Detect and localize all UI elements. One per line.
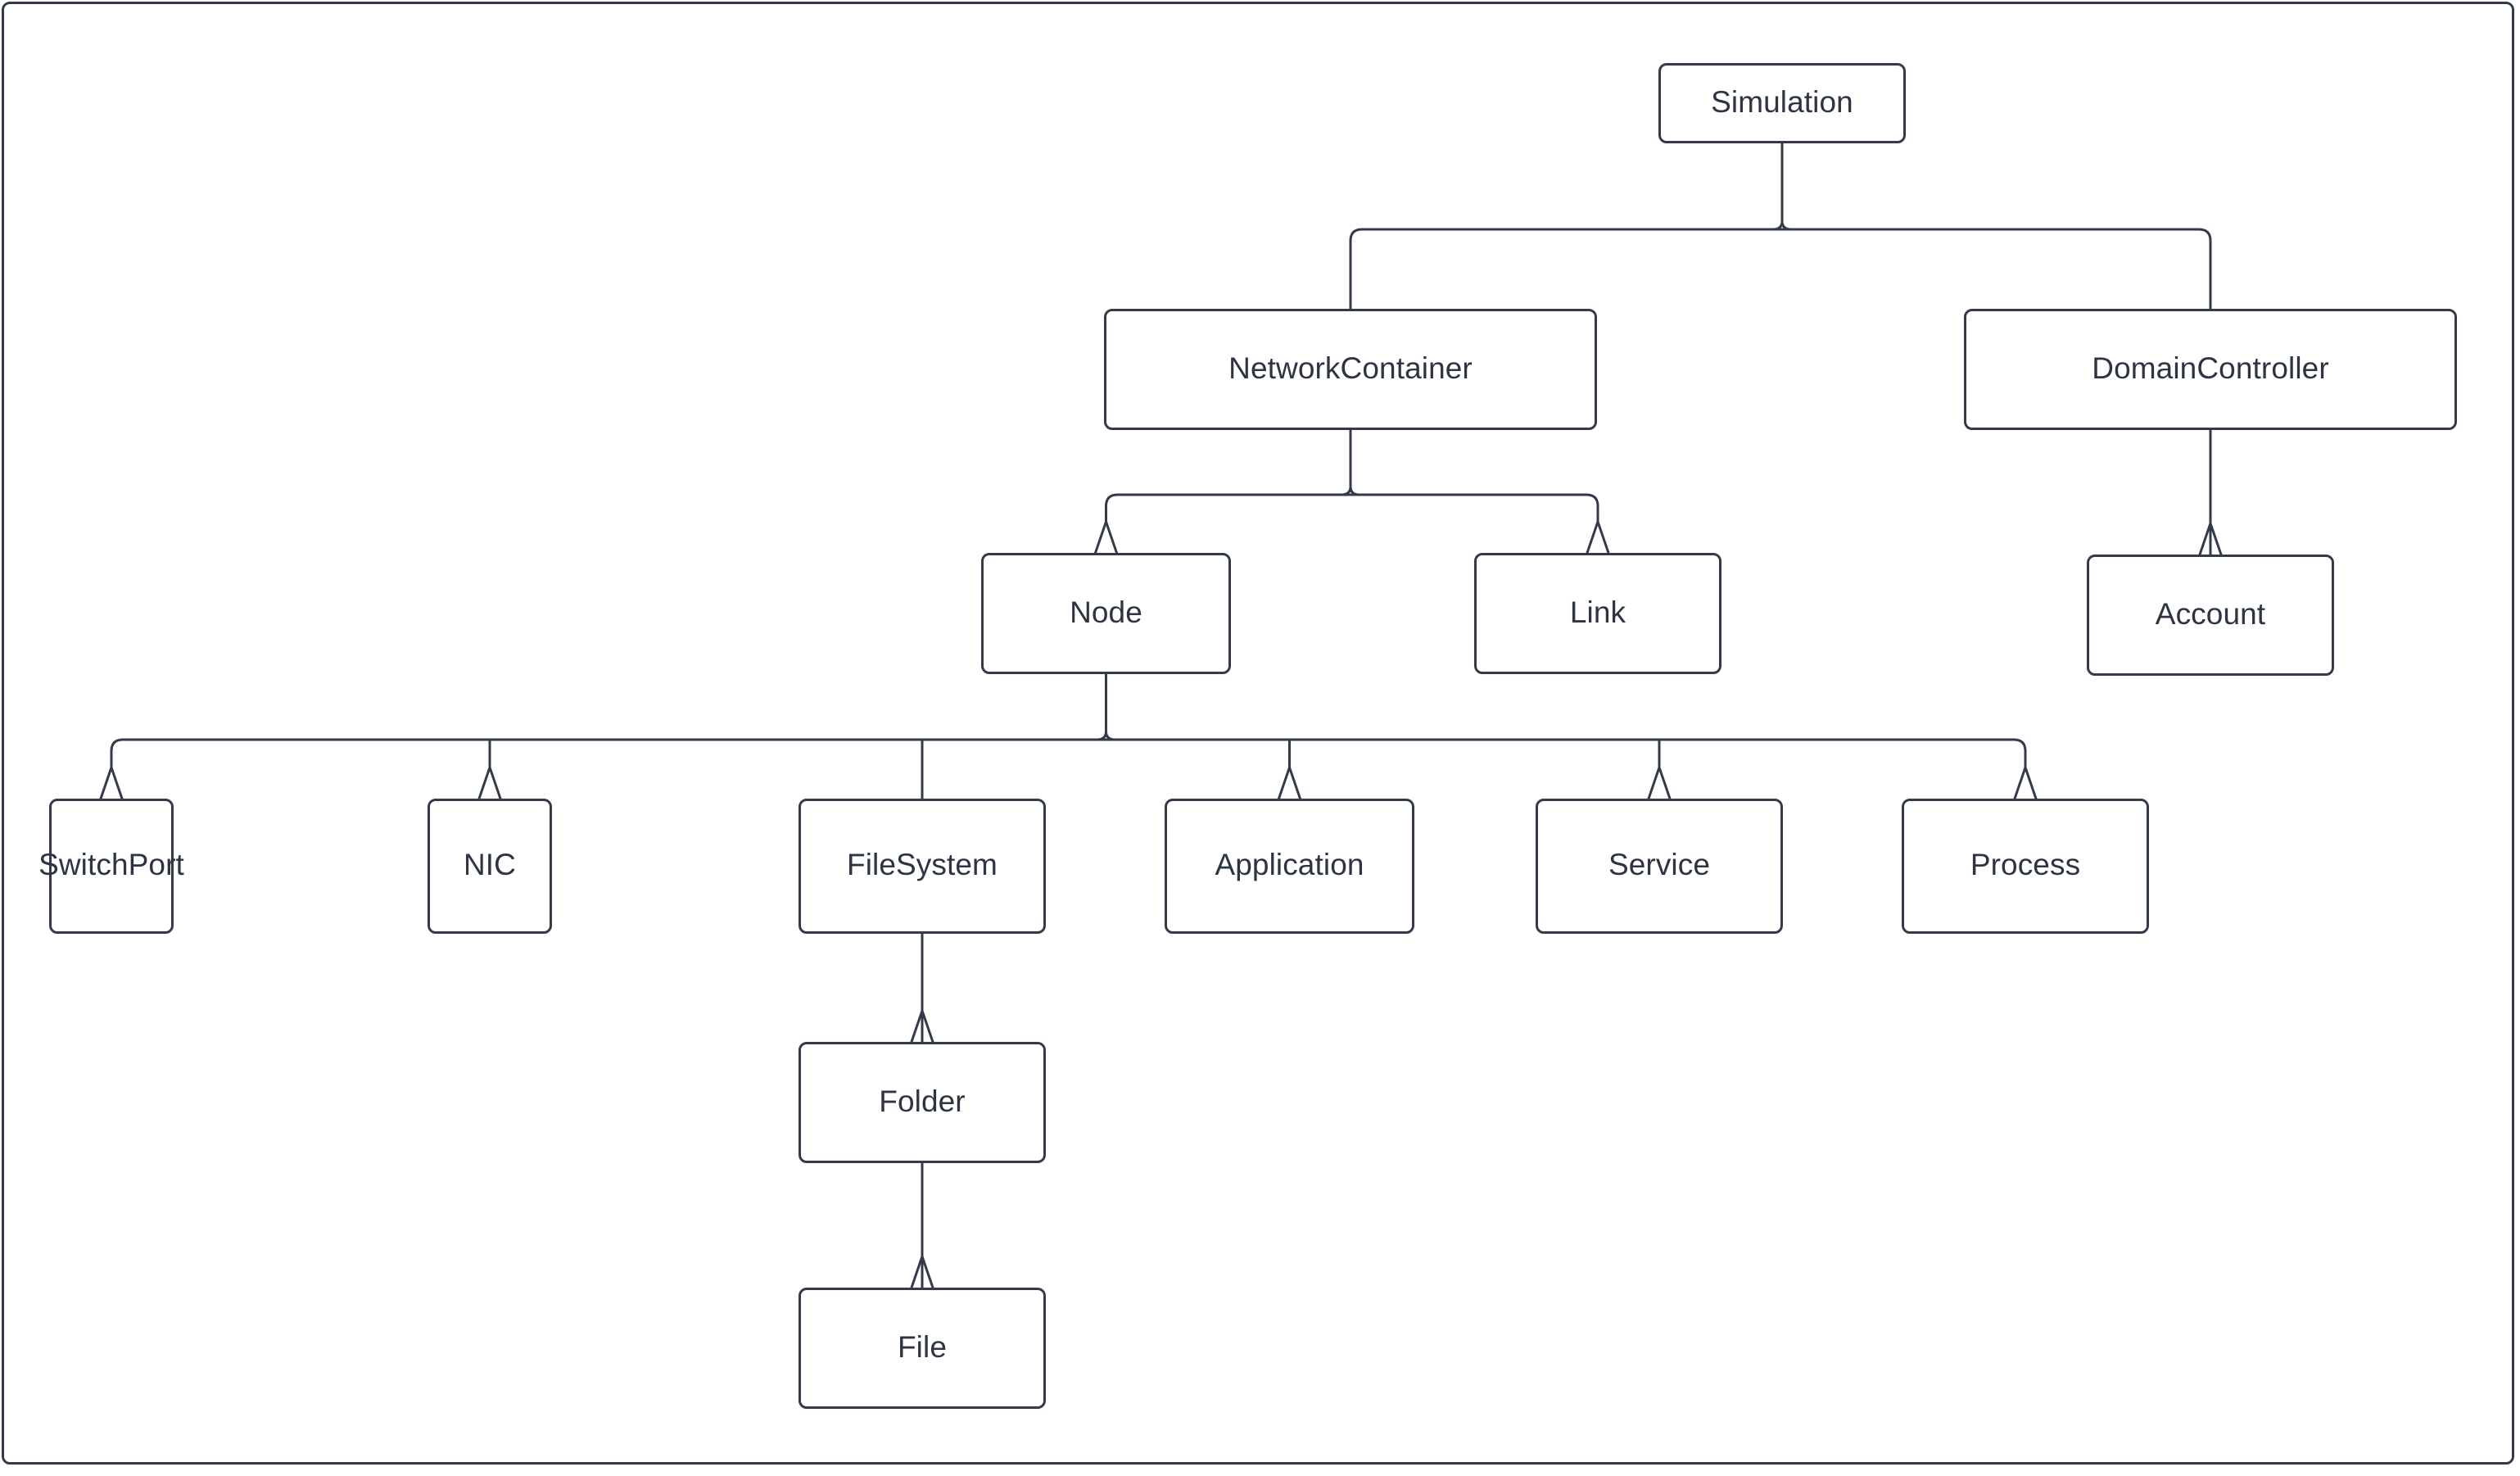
class-box-simulation[interactable]: Simulation [1658, 63, 1906, 143]
class-box-label: Service [1608, 848, 1711, 881]
class-box-folder[interactable]: Folder [799, 1042, 1046, 1163]
class-box-application[interactable]: Application [1165, 799, 1414, 934]
class-box-label: Folder [879, 1084, 966, 1118]
edge-stem-node [1096, 672, 1107, 741]
class-box-label: FileSystem [847, 848, 998, 881]
edge-switchport [110, 738, 124, 769]
class-box-label: Node [1070, 595, 1142, 629]
edge-stem-networkcontainer [1340, 428, 1352, 496]
class-box-label: NIC [463, 848, 517, 881]
class-box-label: Account [2155, 596, 2266, 631]
class-box-label: Simulation [1711, 84, 1853, 119]
generalization-arrow-service [1647, 766, 1672, 800]
class-box-file[interactable]: File [799, 1288, 1046, 1409]
edge-domaincontroller [2197, 228, 2212, 310]
class-box-label: SwitchPort [38, 848, 184, 881]
generalization-arrow-nic [477, 766, 502, 800]
class-box-label: NetworkContainer [1228, 351, 1473, 385]
generalization-arrow-file [910, 1255, 934, 1289]
class-box-networkcontainer[interactable]: NetworkContainer [1104, 309, 1597, 430]
class-box-filesystem[interactable]: FileSystem [799, 799, 1046, 934]
edge-process [2012, 738, 2027, 769]
class-box-label: File [897, 1329, 948, 1364]
generalization-arrow-node [1094, 520, 1118, 555]
class-box-label: Process [1970, 848, 2081, 881]
generalization-arrow-folder [910, 1009, 934, 1044]
edge-stem-simulation [1771, 142, 1784, 231]
generalization-arrow-link [1586, 520, 1610, 555]
generalization-arrow-switchport [99, 766, 124, 800]
class-box-service[interactable]: Service [1536, 799, 1783, 934]
generalization-arrow-account [2198, 522, 2223, 556]
class-box-label: Application [1215, 848, 1364, 881]
class-box-link[interactable]: Link [1474, 553, 1721, 674]
class-box-label: DomainController [2092, 351, 2329, 385]
class-box-account[interactable]: Account [2087, 555, 2334, 676]
class-box-domaincontroller[interactable]: DomainController [1964, 309, 2457, 430]
edge-networkcontainer [1349, 228, 1364, 310]
class-box-switchport[interactable]: SwitchPort [38, 799, 184, 934]
edge-link [1585, 493, 1599, 523]
class-box-node[interactable]: Node [981, 553, 1231, 674]
class-box-label: Link [1569, 595, 1626, 629]
generalization-arrow-application [1278, 766, 1301, 800]
class-box-nic[interactable]: NIC [428, 799, 552, 934]
generalization-arrow-process [2013, 766, 2038, 800]
edge-node [1105, 493, 1119, 523]
class-box-process[interactable]: Process [1902, 799, 2149, 934]
